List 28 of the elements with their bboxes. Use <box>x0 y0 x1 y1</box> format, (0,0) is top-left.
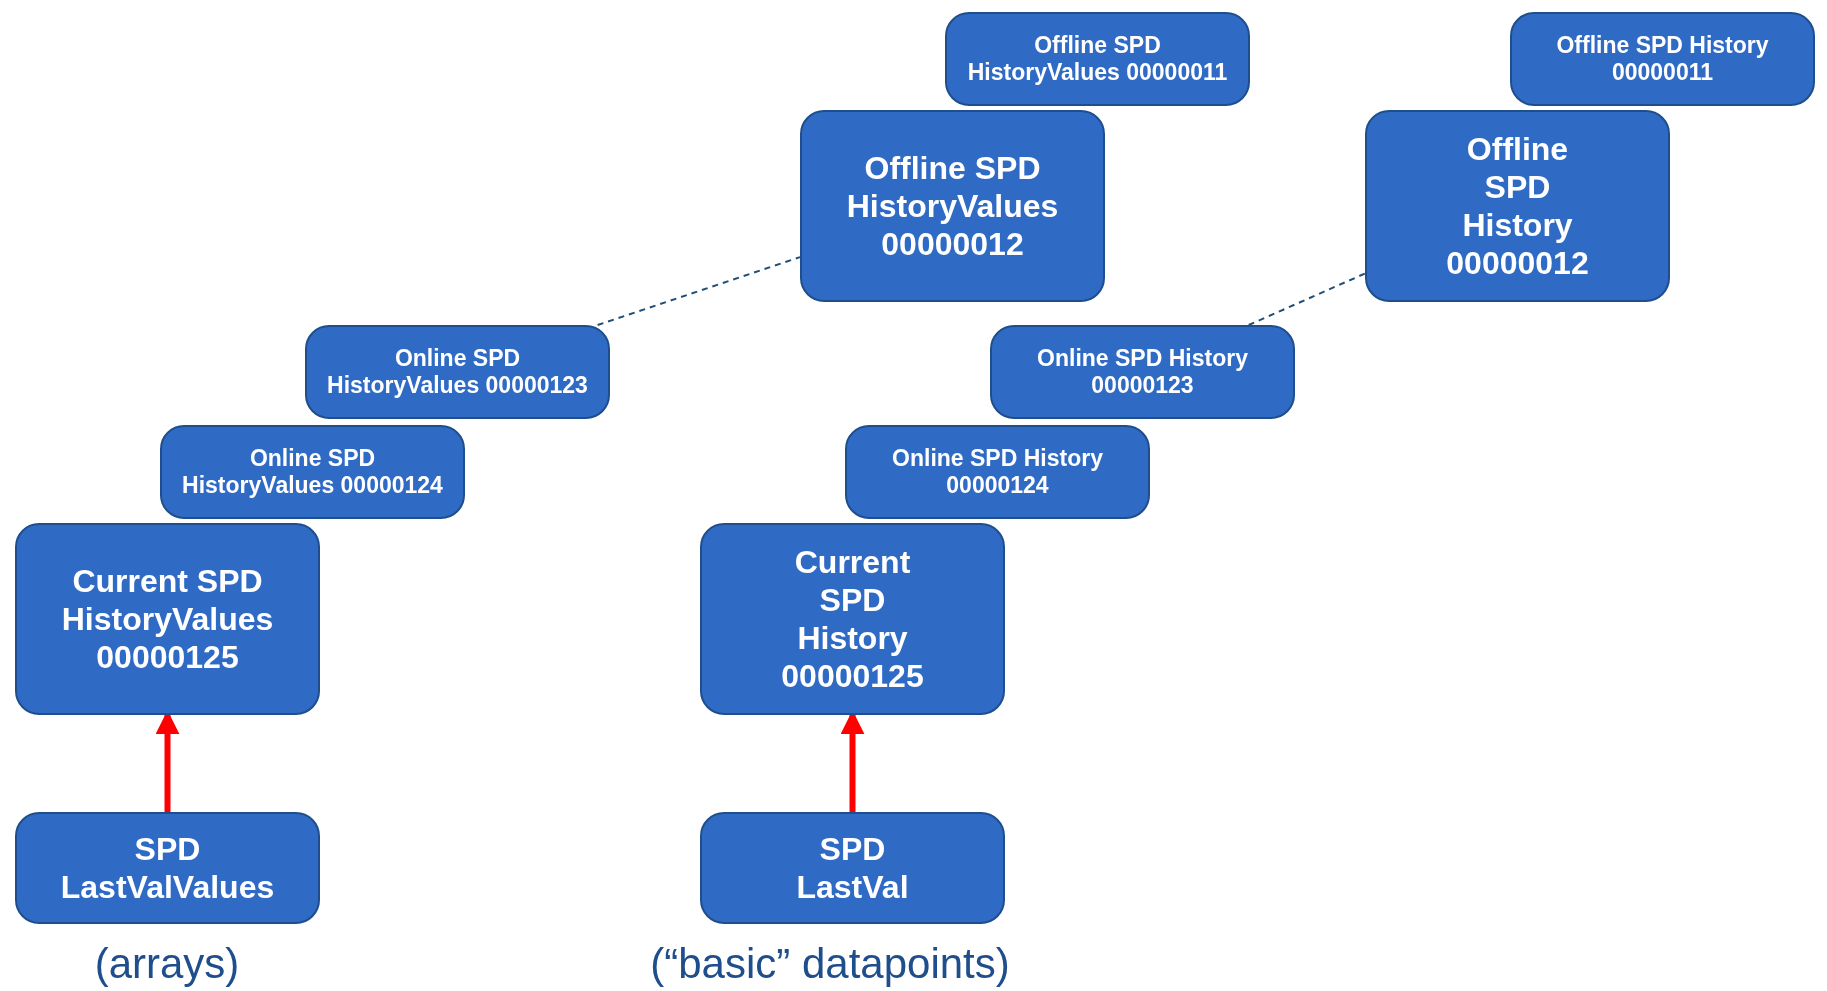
card-text: Online SPD History 00000124 <box>891 445 1104 499</box>
card-text: SPD LastValValues <box>60 830 275 906</box>
card-text: Current SPD HistoryValues 00000125 <box>61 562 274 676</box>
dashed-line <box>1247 272 1366 326</box>
card-text: Offline SPD History 00000012 <box>1446 130 1589 282</box>
card-text: Offline SPD HistoryValues 00000011 <box>966 32 1229 86</box>
card-text: Online SPD HistoryValues 00000123 <box>326 345 589 399</box>
datapoint-card <box>15 523 320 715</box>
datapoint-card <box>15 812 320 924</box>
datapoint-card <box>945 12 1250 106</box>
caption-text: (arrays) <box>94 940 240 988</box>
caption-text: (“basic” datapoints) <box>650 940 1010 988</box>
card-text: Offline SPD History 00000011 <box>1555 32 1770 86</box>
datapoint-card <box>800 110 1105 302</box>
datapoint-card <box>1510 12 1815 106</box>
datapoint-card <box>700 523 1005 715</box>
card-text: Online SPD HistoryValues 00000124 <box>181 445 444 499</box>
datapoint-card <box>160 425 465 519</box>
datapoint-card <box>1365 110 1670 302</box>
card-text: Current SPD History 00000125 <box>781 543 924 695</box>
datapoint-card <box>990 325 1295 419</box>
datapoint-card <box>305 325 610 419</box>
card-text: SPD LastVal <box>796 830 909 906</box>
card-text: Offline SPD HistoryValues 00000012 <box>846 149 1059 263</box>
datapoint-card <box>700 812 1005 924</box>
card-text: Online SPD History 00000123 <box>1036 345 1249 399</box>
datapoint-card <box>845 425 1150 519</box>
dashed-line <box>596 256 801 326</box>
